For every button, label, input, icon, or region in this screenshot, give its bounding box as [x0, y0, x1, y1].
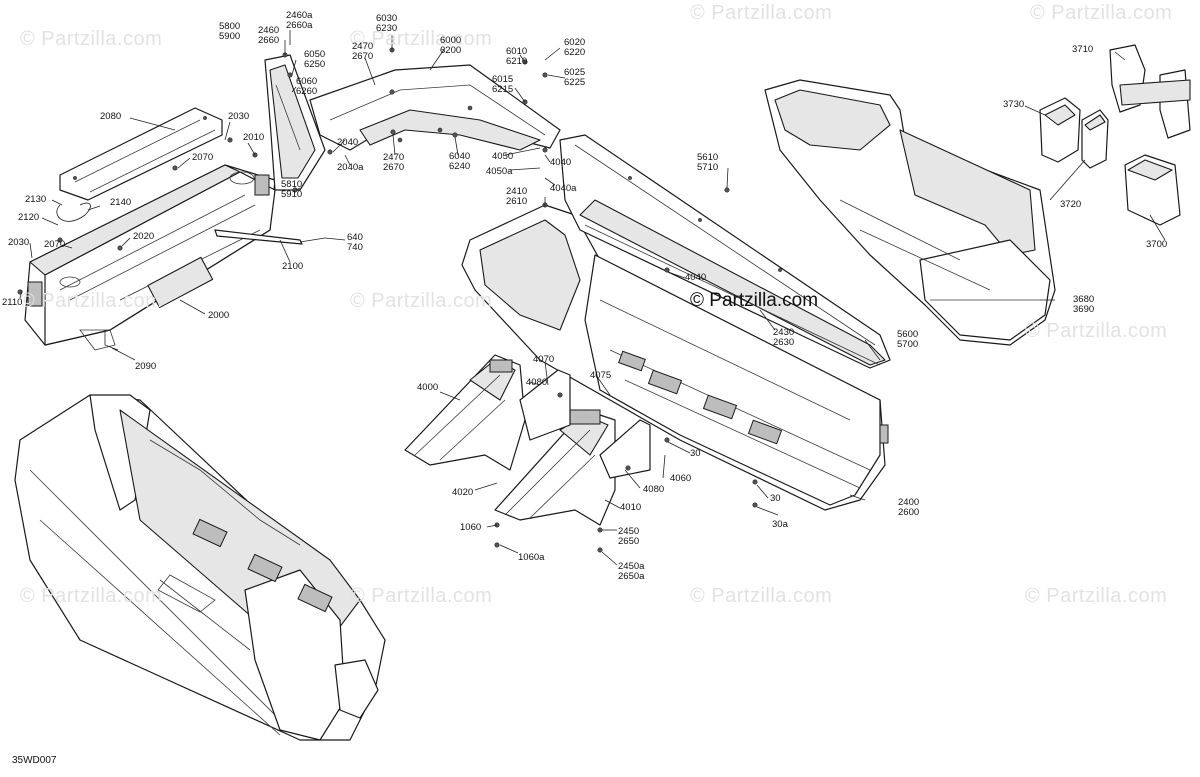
callout-4075[interactable]: 4075	[590, 370, 612, 381]
hinged-lid[interactable]	[559, 134, 891, 369]
callout-2040a[interactable]: 2040a	[337, 162, 364, 173]
callout-4050[interactable]: 4050	[492, 151, 514, 162]
callout-3730[interactable]: 3730	[1003, 99, 1025, 110]
callout-4040b[interactable]: 4040	[685, 272, 707, 283]
callout-4040a[interactable]: 4040	[550, 157, 572, 168]
bracket-4000[interactable]	[404, 354, 526, 471]
callout-2070b[interactable]: 2070	[44, 239, 66, 250]
callout-1060[interactable]: 1060	[460, 522, 482, 533]
insert-3700[interactable]	[1124, 154, 1181, 226]
callout-3720[interactable]: 3720	[1060, 199, 1082, 210]
watermark-8: © Partzilla.com	[20, 585, 163, 607]
diagram-code: 35WD007	[12, 755, 57, 766]
pillar-trim[interactable]	[264, 54, 326, 191]
callout-2010[interactable]: 2010	[243, 132, 265, 143]
callout-2030a[interactable]: 2030	[228, 111, 250, 122]
callout-2040[interactable]: 2040	[337, 137, 359, 148]
plate-4060[interactable]	[599, 419, 651, 479]
watermark-10: © Partzilla.com	[690, 585, 833, 607]
insert-3720[interactable]	[1081, 109, 1109, 169]
watermark-4: © Partzilla.com	[1030, 2, 1173, 24]
insert-3730[interactable]	[1039, 97, 1081, 163]
watermark-7: © Partzilla.com	[1025, 320, 1168, 342]
callout-2030b[interactable]: 2030	[8, 237, 30, 248]
callout-2140[interactable]: 2140	[110, 197, 132, 208]
callout-4020[interactable]: 4020	[452, 487, 474, 498]
bracket-2090[interactable]	[104, 330, 119, 351]
callout-2070a[interactable]: 2070	[192, 152, 214, 163]
callout-4060[interactable]: 4060	[670, 473, 692, 484]
callout-2000[interactable]: 2000	[208, 310, 230, 321]
callout-30aa[interactable]: 30a	[772, 519, 788, 530]
bracket-4010[interactable]	[494, 409, 616, 526]
callout-4010[interactable]: 4010	[620, 502, 642, 513]
callout-2080[interactable]: 2080	[100, 111, 122, 122]
callout-2120[interactable]: 2120	[18, 212, 40, 223]
callout-4050a[interactable]: 4050a	[486, 166, 513, 177]
leader-lines	[19, 30, 1166, 566]
watermark-9: © Partzilla.com	[350, 585, 493, 607]
watermark-3: © Partzilla.com	[690, 2, 833, 24]
callout-4080b[interactable]: 4080	[643, 484, 665, 495]
plate-4070[interactable]	[519, 369, 571, 441]
callout-3700[interactable]: 3700	[1146, 239, 1168, 250]
callout-2130[interactable]: 2130	[25, 194, 47, 205]
center-watermark: © Partzilla.com	[690, 290, 819, 311]
callout-4000[interactable]: 4000	[417, 382, 439, 393]
dash-tray-assembly[interactable]	[24, 164, 276, 351]
callout-30a[interactable]: 30	[690, 448, 701, 459]
lid-panel[interactable]	[59, 107, 223, 201]
rear-tub[interactable]	[764, 79, 1056, 346]
callout-4040aa[interactable]: 4040a	[550, 183, 577, 194]
top-cover[interactable]	[309, 64, 561, 151]
callout-3710[interactable]: 3710	[1072, 44, 1094, 55]
callout-4070[interactable]: 4070	[533, 354, 555, 365]
watermark-11: © Partzilla.com	[1025, 585, 1168, 607]
callout-2100[interactable]: 2100	[282, 261, 304, 272]
callout-2020[interactable]: 2020	[133, 231, 155, 242]
cable-2120[interactable]	[56, 202, 91, 222]
callout-1060a[interactable]: 1060a	[518, 552, 545, 563]
watermark-6: © Partzilla.com	[350, 290, 493, 312]
watermark-5: © Partzilla.com	[20, 290, 163, 312]
callout-2090[interactable]: 2090	[135, 361, 157, 372]
watermark-1: © Partzilla.com	[20, 28, 163, 50]
callout-4080a[interactable]: 4080	[526, 377, 548, 388]
callout-2110[interactable]: 2110	[2, 297, 23, 308]
callout-30b[interactable]: 30	[770, 493, 781, 504]
insert-3710[interactable]	[1109, 44, 1191, 139]
assembled-dash-view[interactable]	[14, 394, 386, 741]
hardware-fasteners	[17, 47, 758, 553]
watermark-2: © Partzilla.com	[350, 28, 493, 50]
